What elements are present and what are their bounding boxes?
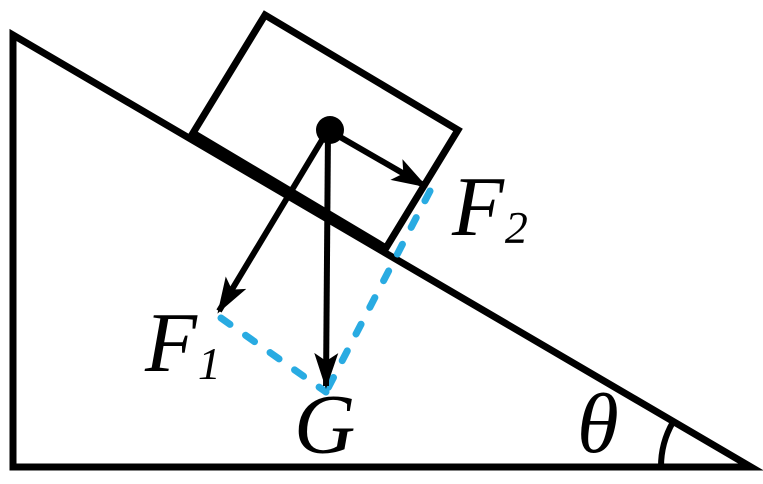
angle-arc	[657, 420, 676, 468]
force-f1-arrow	[216, 128, 331, 314]
block-on-incline	[188, 10, 463, 253]
label-gravity: G	[294, 378, 356, 472]
label-theta: θ	[577, 377, 619, 471]
label-f1-base: F	[145, 296, 197, 390]
label-f2: F2	[452, 165, 528, 254]
label-f1: F1	[145, 301, 221, 390]
label-f2-base: F	[452, 160, 504, 254]
parallelogram-dashed-side-right	[322, 187, 434, 396]
parallelogram-dashed-side-left	[217, 314, 330, 396]
gravity-arrow	[314, 129, 339, 389]
force-origin-dot	[316, 116, 344, 144]
label-f1-subscript: 1	[197, 338, 221, 390]
force-f2-arrow	[326, 127, 428, 189]
label-f2-subscript: 2	[504, 202, 528, 254]
inclined-plane-triangle	[9, 28, 763, 471]
